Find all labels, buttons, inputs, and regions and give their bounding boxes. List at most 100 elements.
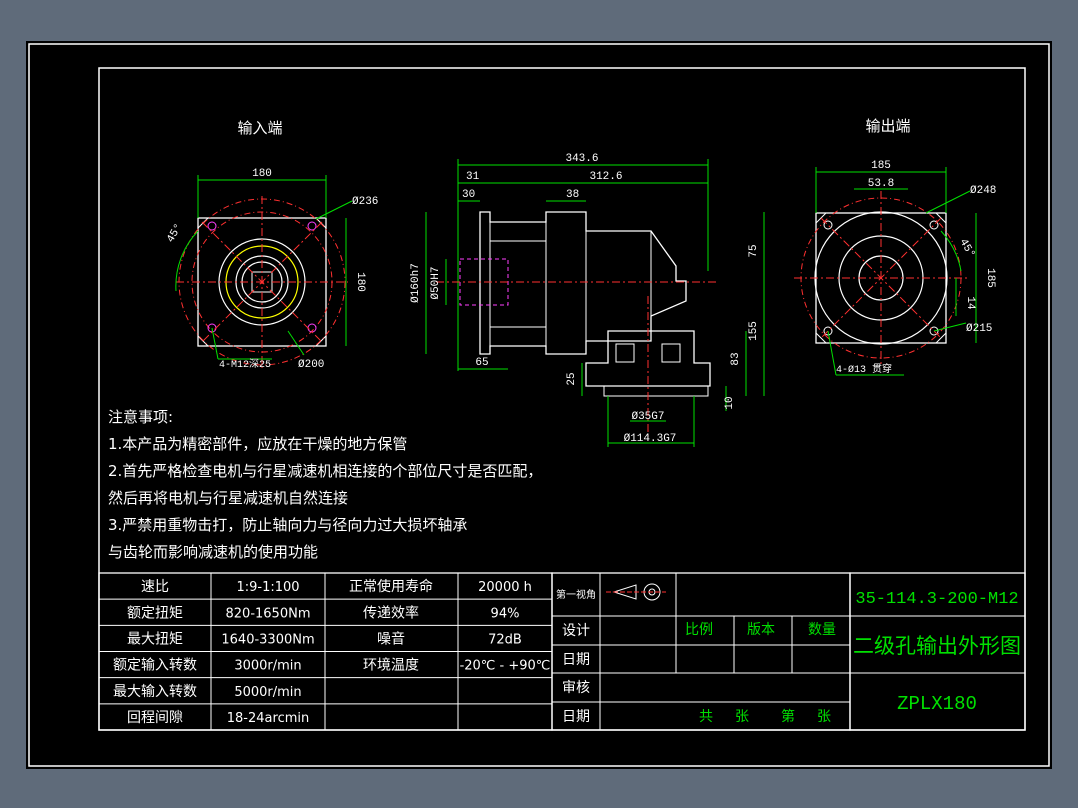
notes-line5: 与齿轮而影响减速机的使用功能 — [108, 543, 318, 561]
spec-cell-v1: 18-24arcmin — [227, 711, 309, 726]
notes-line2: 2.首先严格检查电机与行星减速机相连接的个部位尺寸是否匹配， — [108, 462, 542, 480]
tb-total-sheets: 共 — [699, 709, 713, 725]
outer-frame — [28, 43, 1050, 767]
side-dim-155: 155 — [748, 321, 760, 341]
output-leader-holes — [827, 330, 837, 376]
side-dim-83: 83 — [730, 352, 742, 365]
side-dim-30: 30 — [462, 189, 475, 201]
tb-projection-label: 第一视角 — [556, 588, 596, 601]
side-output-housing — [585, 330, 711, 387]
spec-cell-v2: 20000 h — [478, 580, 532, 595]
input-diag-2 — [201, 221, 323, 343]
side-dim-65: 65 — [475, 357, 488, 369]
tb-review: 审核 — [562, 680, 590, 696]
side-output-flange — [603, 385, 709, 397]
output-angle-arc — [940, 230, 962, 272]
spec-cell-v2: -20℃ - +90℃ — [460, 659, 551, 674]
spec-cell-v1: 1640-3300Nm — [221, 632, 314, 647]
side-dim-31: 31 — [466, 171, 480, 183]
output-dim-height: 185 — [984, 268, 996, 288]
tb-qty: 数量 — [808, 622, 836, 638]
notes: 注意事项: 1.本产品为精密部件，应放在干燥的地方保管 2.首先严格检查电机与行… — [108, 408, 542, 561]
side-dim-pilot: Ø160h7 — [410, 263, 422, 303]
spec-cell-v2: 94% — [491, 606, 520, 621]
output-dim-14: 14 — [964, 296, 976, 310]
side-dim-10: 10 — [724, 396, 736, 409]
input-end-view: 输入端 180 180 Ø236 Ø200 4-M12深25 — [165, 119, 378, 371]
input-dim-dia-pcd: Ø200 — [298, 359, 324, 371]
output-dim-dia-pcd: Ø215 — [966, 323, 992, 335]
notes-line1: 1.本产品为精密部件，应放在干燥的地方保管 — [108, 435, 407, 453]
output-hole-bl — [823, 326, 833, 336]
spec-cell-k1: 回程间隙 — [127, 710, 183, 726]
side-dim-38: 38 — [566, 189, 579, 201]
spec-table: 速比 1:9-1:100 正常使用寿命 20000 h 额定扭矩 820-1650Nm 传递… — [98, 572, 553, 731]
spec-cell-k1: 最大扭矩 — [127, 631, 183, 647]
drawing-sheet: 输入端 180 180 Ø236 Ø200 4-M12深25 — [26, 41, 1052, 769]
tb-design: 设计 — [562, 623, 590, 639]
spec-cell-k1: 速比 — [141, 579, 169, 595]
output-leader-outer — [925, 190, 971, 214]
spec-cell-v1: 5000r/min — [234, 685, 301, 700]
output-dim-holes: 4-Ø13 贯穿 — [836, 362, 892, 376]
side-dim-out-shaft: Ø35G7 — [631, 411, 664, 423]
side-dim-total: 343.6 — [565, 153, 598, 165]
spec-cell-v1: 1:9-1:100 — [236, 580, 299, 595]
notes-line4: 3.严禁用重物击打，防止轴向力与径向力过大损坏轴承 — [108, 516, 467, 534]
side-dim-shaft: Ø50H7 — [430, 266, 442, 299]
output-leader-pcd — [933, 322, 967, 332]
tb-scale: 比例 — [685, 622, 713, 638]
tb-drawing-no: 35-114.3-200-M12 — [855, 590, 1018, 609]
tb-model: ZPLX180 — [897, 693, 977, 715]
spec-cell-v1: 3000r/min — [234, 659, 301, 674]
tb-sheet-unit1: 张 — [735, 709, 749, 725]
side-bolt-l — [615, 343, 635, 363]
spec-cell-v1: 820-1650Nm — [226, 606, 311, 621]
output-hole-tr — [929, 220, 939, 230]
input-hole-tl — [207, 221, 217, 231]
input-dim-height: 180 — [354, 272, 366, 292]
input-leader-pcd — [287, 330, 305, 356]
side-bolt-r — [661, 343, 681, 363]
tb-sheet-unit2: 张 — [817, 709, 831, 725]
spec-cell-v2: 72dB — [488, 632, 522, 647]
output-end-view: 输出端 185 53.8 Ø248 45° 185 14 Ø215 4-Ø1 — [794, 117, 996, 376]
notes-line3: 然后再将电机与行星减速机自然连接 — [108, 489, 348, 507]
spec-cell-k1: 最大输入转数 — [113, 684, 197, 700]
side-view: 343.6 312.6 31 30 38 Ø160h7 Ø50H7 65 — [410, 153, 765, 447]
output-dim-53: 53.8 — [868, 178, 894, 190]
spec-cell-k2: 环境温度 — [363, 658, 419, 674]
output-dim-angle: 45° — [957, 237, 977, 260]
side-dim-25: 25 — [566, 372, 578, 385]
spec-cell-k2: 噪音 — [377, 630, 405, 647]
input-dim-width: 180 — [252, 168, 272, 180]
output-hole-br — [929, 326, 939, 336]
input-leader-outer — [315, 200, 353, 220]
input-dim-angle: 45° — [165, 222, 185, 245]
output-dim-width: 185 — [871, 160, 891, 172]
tb-date1: 日期 — [562, 652, 590, 668]
output-view-label: 输出端 — [865, 117, 910, 135]
input-dim-dia-outer: Ø236 — [352, 196, 378, 208]
spec-cell-k1: 额定输入转数 — [113, 658, 197, 674]
side-dim-out-pilot: Ø114.3G7 — [624, 433, 677, 445]
spec-cell-k2: 传递效率 — [363, 604, 419, 621]
input-leader-holes — [211, 327, 219, 360]
side-dim-body: 312.6 — [589, 171, 622, 183]
side-dim-75: 75 — [748, 244, 760, 257]
input-view-label: 输入端 — [237, 119, 282, 137]
title-block-right — [849, 572, 1026, 731]
title-block-left — [551, 572, 851, 731]
output-hole-tl — [823, 220, 833, 230]
spec-cell-k2: 正常使用寿命 — [349, 578, 433, 595]
input-dim-holes: 4-M12深25 — [219, 358, 271, 371]
output-dim-dia-outer: Ø248 — [970, 185, 996, 197]
tb-date2: 日期 — [562, 709, 590, 725]
tb-drawing-title: 二级孔输出外形图 — [853, 634, 1021, 658]
tb-sheet-no: 第 — [781, 708, 795, 725]
side-body-outline — [479, 211, 687, 355]
output-diag-2 — [820, 217, 942, 339]
spec-cell-k1: 额定扭矩 — [127, 605, 183, 621]
input-hole-tr — [307, 221, 317, 231]
drawing-canvas: 输入端 180 180 Ø236 Ø200 4-M12深25 — [28, 43, 1050, 767]
